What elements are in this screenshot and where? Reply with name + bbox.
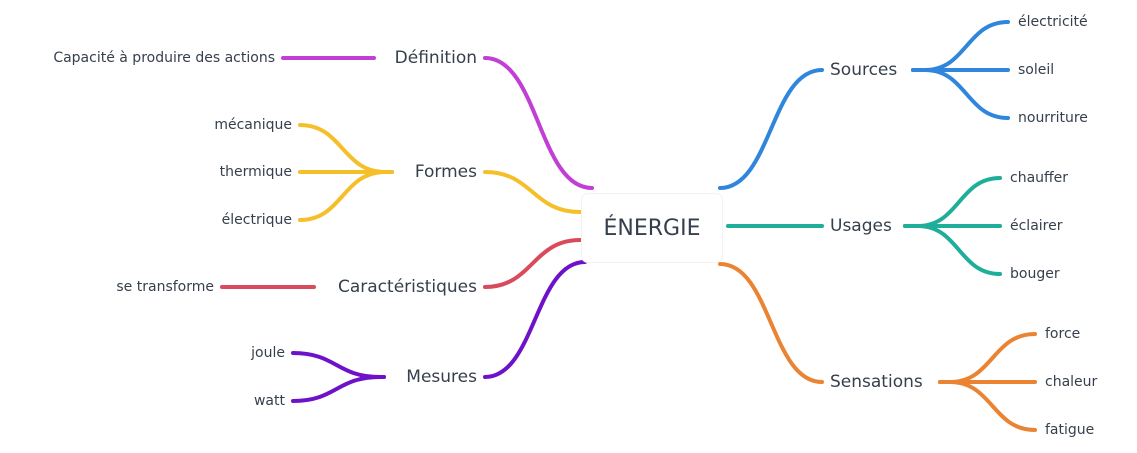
branch-sources[interactable]: Sources bbox=[830, 60, 898, 80]
connector-mesures-child bbox=[291, 375, 386, 403]
leaf-node[interactable]: chauffer bbox=[1010, 170, 1069, 186]
leaf-node[interactable]: joule bbox=[251, 345, 285, 361]
leaf-node[interactable]: nourriture bbox=[1018, 110, 1088, 126]
leaf-node[interactable]: électrique bbox=[221, 212, 292, 228]
connector-mesures bbox=[483, 260, 587, 379]
connector-definition bbox=[483, 56, 594, 190]
leaf-node[interactable]: thermique bbox=[219, 164, 292, 180]
connector-sources-child bbox=[911, 68, 1010, 120]
branch-formes[interactable]: Formes bbox=[414, 162, 477, 182]
branch-mesures[interactable]: Mesures bbox=[406, 367, 477, 387]
connector-sources-child bbox=[911, 20, 1010, 72]
leaf-node[interactable]: bouger bbox=[1010, 266, 1060, 282]
branch-definition[interactable]: Définition bbox=[394, 48, 477, 68]
root-node[interactable]: ÉNERGIE bbox=[582, 194, 722, 262]
connector-formes-child bbox=[298, 123, 394, 174]
branch-usages[interactable]: Usages bbox=[830, 216, 892, 236]
connector-formes bbox=[483, 170, 582, 214]
leaf-node[interactable]: chaleur bbox=[1045, 374, 1098, 390]
connector-usages-child bbox=[903, 224, 1002, 276]
connector-mesures-child bbox=[291, 351, 386, 379]
leaf-node[interactable]: force bbox=[1045, 326, 1081, 342]
leaf-node[interactable]: éclairer bbox=[1010, 218, 1063, 234]
leaf-node[interactable]: watt bbox=[253, 393, 285, 409]
connector-usages-child bbox=[903, 176, 1002, 228]
leaf-node[interactable]: fatigue bbox=[1045, 422, 1095, 438]
leaf-node[interactable]: Capacité à produire des actions bbox=[53, 50, 275, 66]
connector-sensations bbox=[718, 262, 824, 384]
connector-sources bbox=[718, 68, 824, 190]
connector-caracteristiques bbox=[483, 238, 582, 289]
leaf-node[interactable]: se transforme bbox=[116, 279, 214, 295]
root-node-label: ÉNERGIE bbox=[603, 215, 701, 241]
connector-sensations-child bbox=[938, 380, 1037, 432]
connector-formes-child bbox=[298, 170, 394, 222]
branch-caracteristiques[interactable]: Caractéristiques bbox=[337, 277, 477, 297]
connector-sensations-child bbox=[938, 332, 1037, 384]
leaf-node[interactable]: mécanique bbox=[214, 117, 292, 133]
leaf-node[interactable]: soleil bbox=[1018, 62, 1055, 78]
leaf-node[interactable]: électricité bbox=[1018, 14, 1088, 30]
branch-sensations[interactable]: Sensations bbox=[830, 372, 923, 392]
